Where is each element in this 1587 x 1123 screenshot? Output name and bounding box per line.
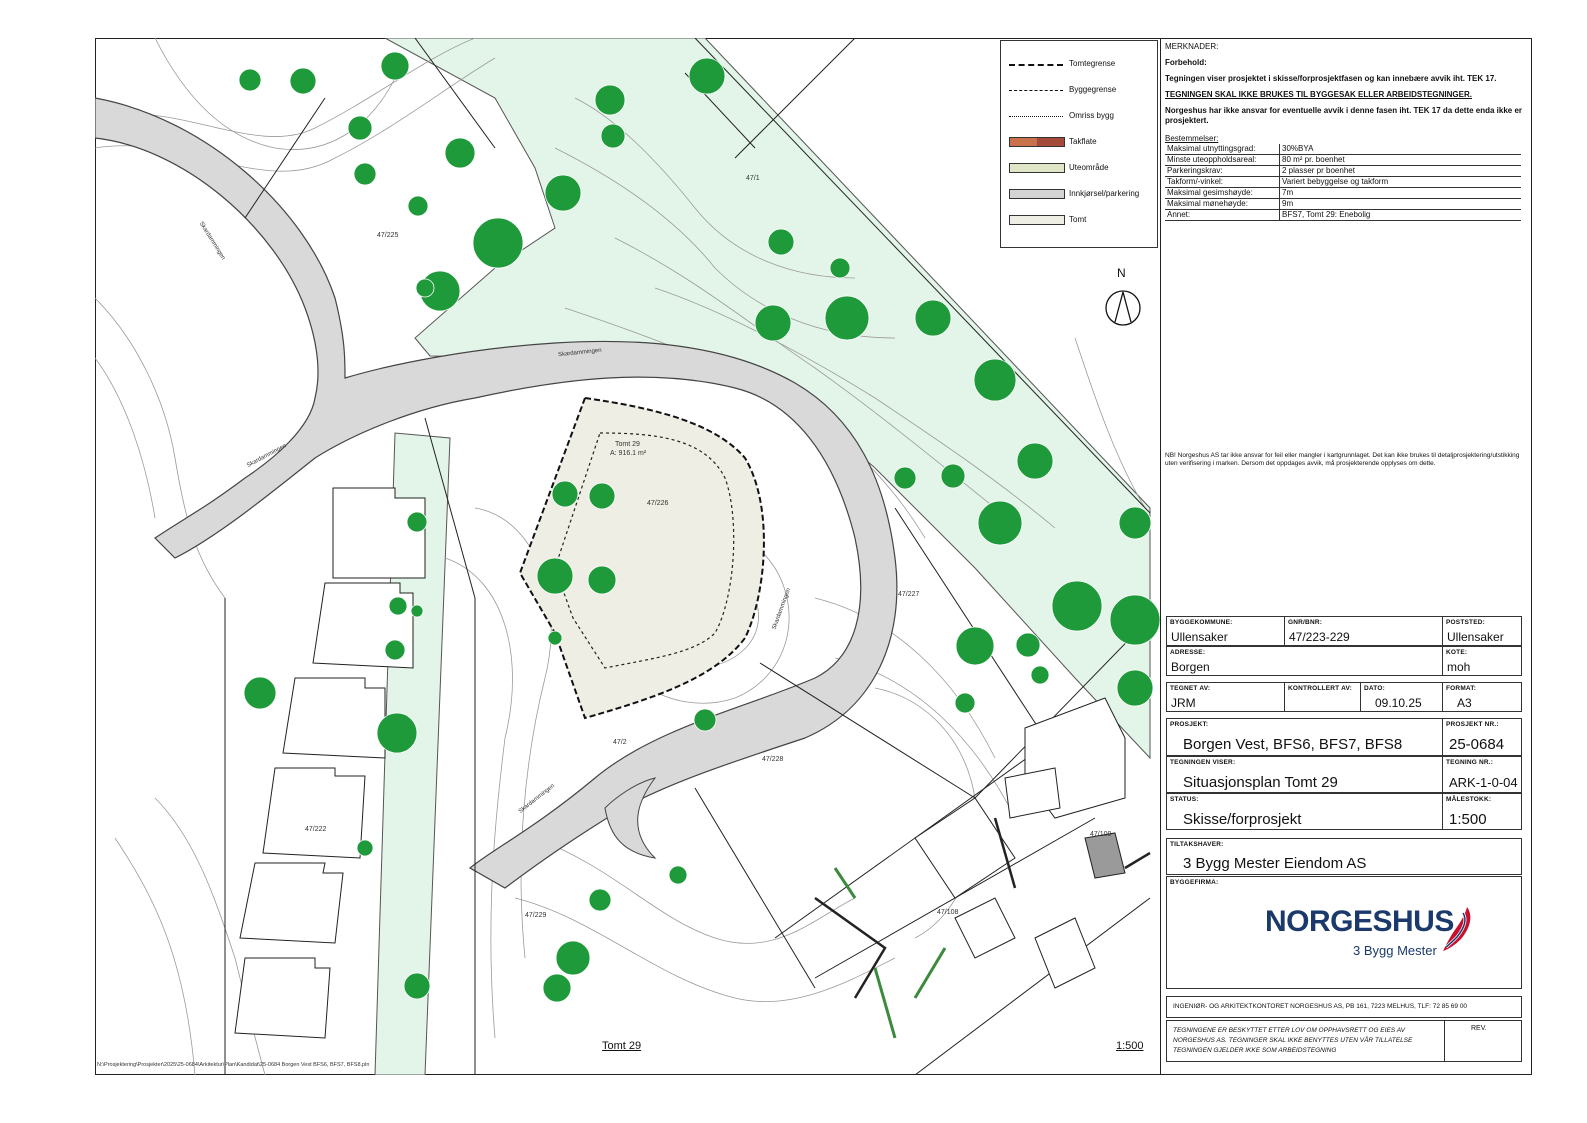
regulation-row: Maksimal utnyttingsgrad:30%BYA [1165,144,1521,155]
legend-item: Tomtegrense [1007,59,1157,73]
buildings [234,487,1126,1039]
legend-label: Tomtegrense [1069,59,1116,68]
legend-label: Tomt [1069,215,1087,224]
revision-caption: REV. [1471,1025,1487,1032]
site-plan-drawing [95,38,1160,1075]
parcel-label: 47/108 [937,909,959,916]
notes: MERKNADER: Forbehold: Tegningen viser pr… [1165,42,1530,221]
trees [238,51,1160,1003]
office-address: INGENIØR- OG ARKITEKTKONTORET NORGESHUS … [1166,996,1522,1018]
file-path: N:\Prosjektering\Prosjekter\2025\25-0684… [97,1062,370,1068]
viser-value: Situasjonsplan Tomt 29 [1183,774,1338,791]
parcel-label: 47/226 [647,500,669,507]
legend-label: Uteområde [1069,163,1109,172]
byggefirma-caption: BYGGEFIRMA: [1170,879,1219,886]
gnr-value: 47/223-229 [1289,630,1350,644]
forbehold-text: Tegningen viser prosjektet i skisse/forp… [1165,74,1497,83]
walls [814,817,1151,999]
adresse-value: Borgen [1171,660,1210,674]
tb-row-viser: TEGNINGEN VISER:Situasjonsplan Tomt 29 T… [1166,756,1522,793]
parcel-label: 47/1 [746,175,760,182]
tiltakshaver-value: 3 Bygg Mester Eiendom AS [1183,855,1367,872]
legend-item: Takflate [1007,137,1157,151]
plot-name: Tomt 29 [615,441,640,448]
parcel-label: 47/2 [613,739,627,746]
legend-label: Byggegrense [1069,85,1117,94]
legend-item: Tomt [1007,215,1157,229]
norgeshus-logo-text: NORGESHUS [1265,905,1454,938]
byggefirma-box: BYGGEFIRMA: NORGESHUS 3 Bygg Mester [1166,876,1522,989]
status-value: Skisse/forprosjekt [1183,811,1302,828]
revision-cell: REV. [1444,1021,1523,1061]
building-limit [554,432,735,669]
tb-row-prosjekt: PROSJEKT:Borgen Vest, BFS6, BFS7, BFS8 P… [1166,718,1522,756]
copyright-box: TEGNINGENE ER BESKYTTET ETTER LOV OM OPP… [1166,1020,1522,1062]
roof-swatch [1009,137,1065,147]
prosjekt-value: Borgen Vest, BFS6, BFS7, BFS8 [1183,736,1403,753]
dato-value: 09.10.25 [1375,696,1422,710]
regulation-row: Parkeringskrav:2 plasser pr boenhet [1165,165,1521,177]
plot-tomt-29 [518,396,765,720]
warning-text: TEGNINGEN SKAL IKKE BRUKES TIL BYGGESAK … [1165,90,1472,99]
road [95,97,898,889]
format-value: A3 [1457,696,1472,710]
copyright-text: TEGNINGENE ER BESKYTTET ETTER LOV OM OPP… [1173,1027,1413,1054]
parcel-label: 47/228 [762,756,784,763]
regulation-row: Takform/-vinkel:Variert bebyggelse og ta… [1165,176,1521,188]
notes-heading: MERKNADER: [1165,42,1219,51]
regulation-row: Minste uteoppholdsareal:80 m² pr. boenhe… [1165,154,1521,166]
parcel-label: 47/229 [525,912,547,919]
tb-row-status: STATUS:Skisse/forprosjekt MÅLESTOKK:1:50… [1166,793,1522,830]
parcel-label: 47/225 [377,232,399,239]
drawing-scale: 1:500 [1116,1040,1144,1052]
parcel-label: 47/109 [1090,831,1112,838]
prosjektnr-value: 25-0684 [1449,736,1505,753]
responsibility-text: Norgeshus har ikke ansvar for eventuelle… [1165,106,1523,125]
regulation-row: Maksimal gesimshøyde:7m [1165,187,1521,199]
north-arrow: N [1103,266,1143,330]
legend-item: Uteområde [1007,163,1157,177]
plot-area: A: 916.1 m² [610,450,647,457]
legend-item: Byggegrense [1007,85,1157,99]
legend-item: Omriss bygg [1007,111,1157,125]
tb-row-kommune: BYGGEKOMMUNE:Ullensaker GNR/BNR:47/223-2… [1166,616,1522,646]
building-outline-symbol [1009,116,1063,117]
driveway-swatch [1009,189,1065,199]
property-boundary-symbol [1009,64,1063,66]
tegningnr-value: ARK-1-0-04 [1449,775,1518,790]
hedges [833,867,947,1039]
malestokk-value: 1:500 [1449,811,1487,828]
tegnet-value: JRM [1171,696,1196,710]
title-panel [1160,38,1532,1075]
tb-row-adresse: ADRESSE:Borgen KOTE:moh [1166,646,1522,676]
norway-flag-logo-icon [1443,907,1471,951]
parcel-label: 47/222 [305,826,327,833]
site-plan-map[interactable]: 47/225 47/1 47/226 47/227 47/228 47/229 … [95,38,1160,1075]
kote-value: moh [1447,660,1471,674]
tb-row-tiltakshaver: TILTAKSHAVER: 3 Bygg Mester Eiendom AS [1166,838,1522,875]
disclaimer-text: NB! Norgeshus AS tar ikke ansvar for fei… [1165,452,1520,467]
north-arrow-icon [1105,290,1141,326]
regulation-row: Maksimal mønehøyde:9m [1165,198,1521,210]
drawing-title: Tomt 29 [602,1040,642,1052]
byggekommune-value: Ullensaker [1171,630,1228,644]
legend-label: Omriss bygg [1069,111,1114,120]
parcel-label: 47/227 [898,591,920,598]
legend-item: Innkjørsel/parkering [1007,189,1157,203]
drawing-frame [95,38,1532,1075]
legend-label: Innkjørsel/parkering [1069,189,1140,198]
plot-swatch [1009,215,1065,225]
regulation-row: Annet:BFS7, Tomt 29: Enebolig [1165,209,1521,221]
north-label: N [1117,266,1126,280]
legend-label: Takflate [1069,137,1097,146]
legend: Tomtegrense Byggegrense Omriss bygg Takf… [1000,40,1158,248]
tb-row-tegnet: TEGNET AV:JRM KONTROLLERT AV: DATO:09.10… [1166,682,1522,712]
regulations-table: Maksimal utnyttingsgrad:30%BYA Minste ut… [1165,144,1521,221]
forbehold-title: Forbehold: [1165,58,1207,67]
outdoor-swatch [1009,163,1065,173]
poststed-value: Ullensaker [1447,630,1504,644]
building-limit-symbol [1009,90,1063,91]
logo-subtitle: 3 Bygg Mester [1353,943,1437,958]
regulations-title: Bestemmelser: [1165,134,1219,143]
